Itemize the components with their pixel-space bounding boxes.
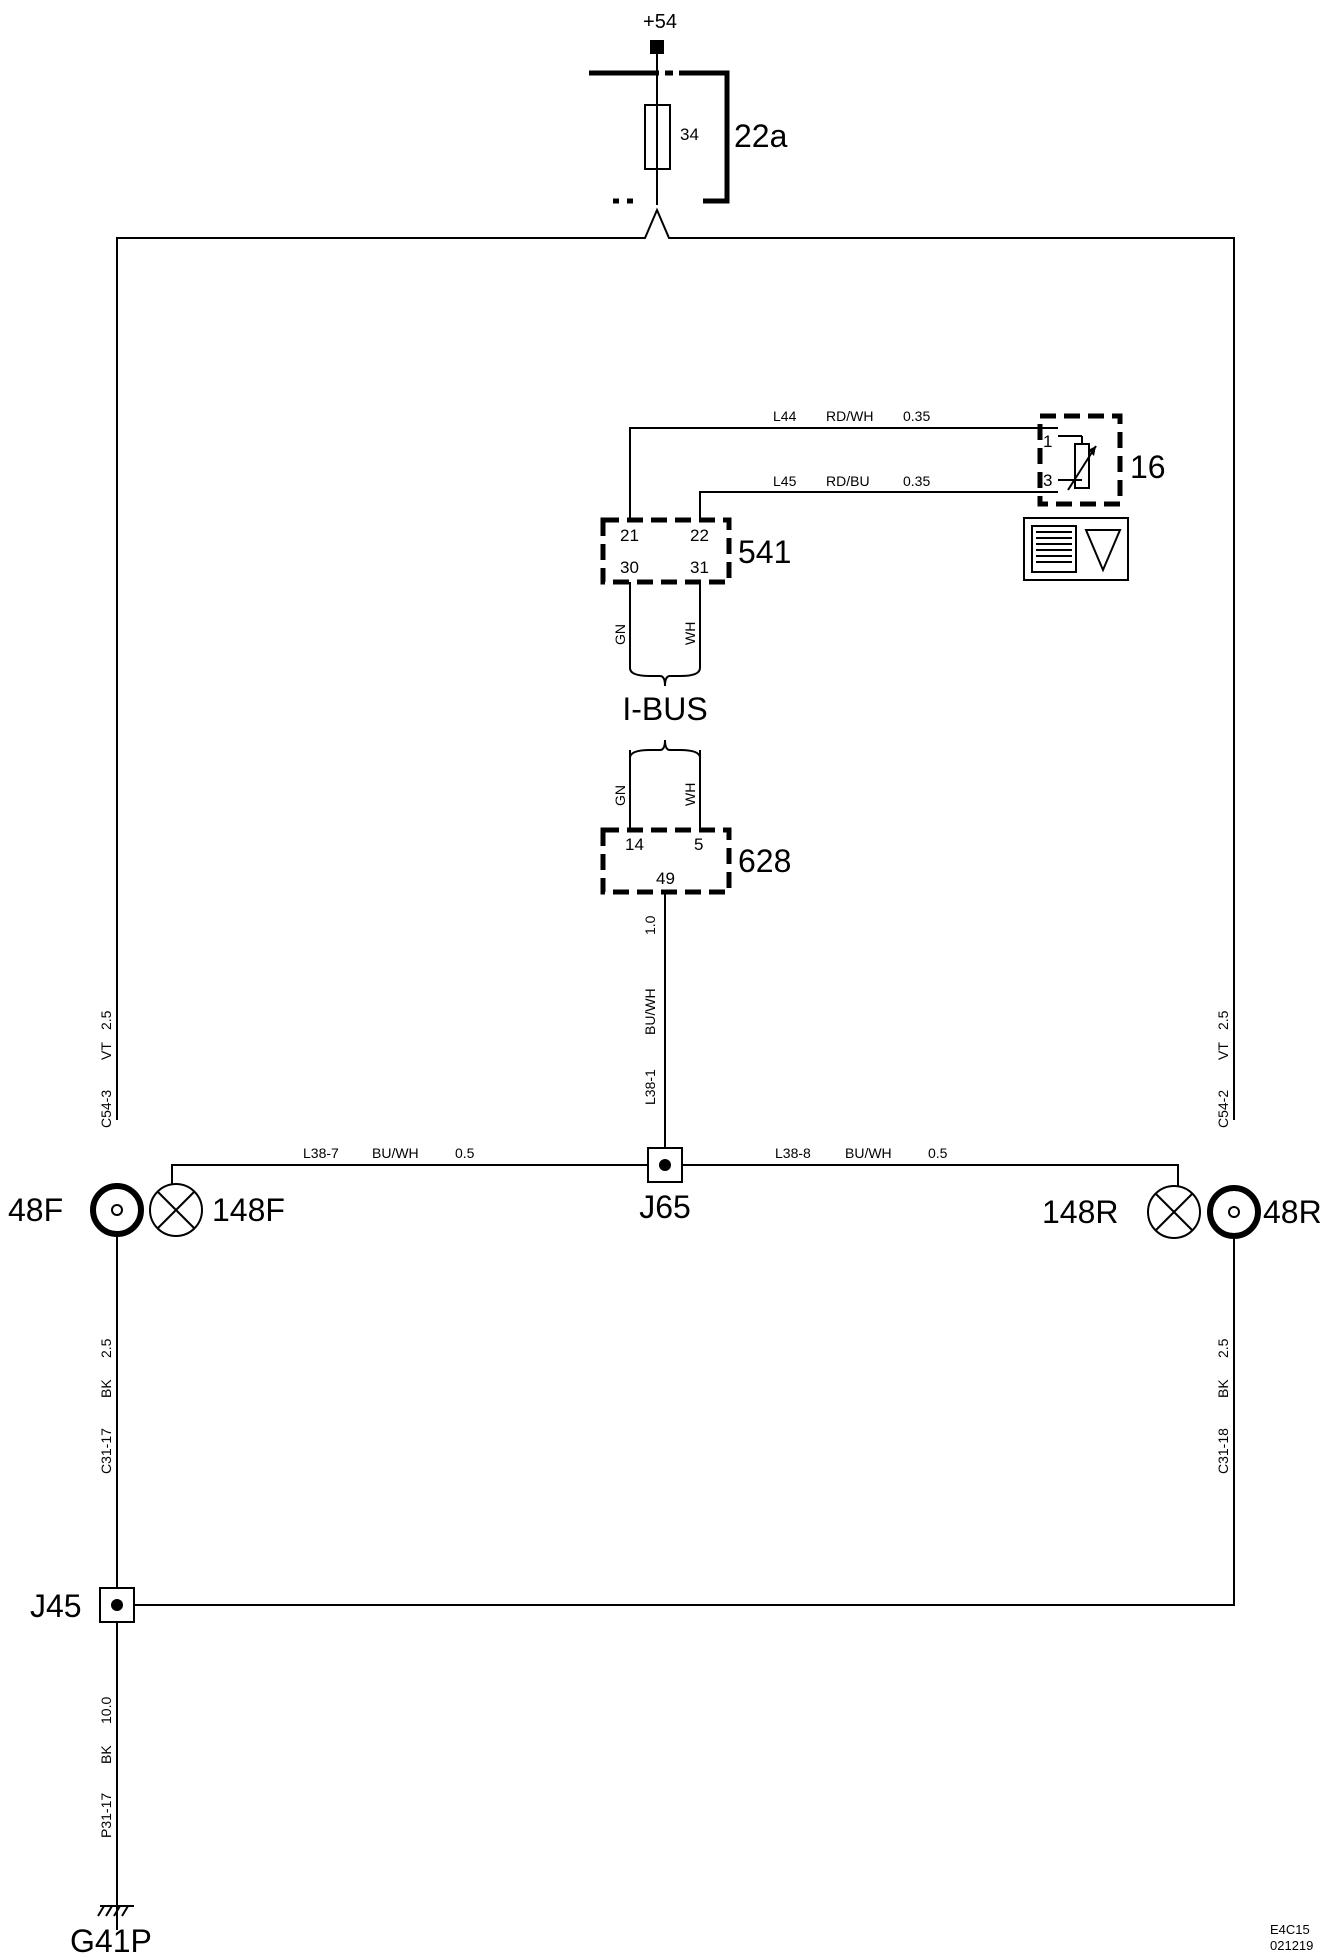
main-supply-loop: [116, 207, 1235, 1120]
lamp-148f: [149, 1183, 203, 1237]
supply-label: +54: [643, 11, 677, 33]
wire-c54-2-color: VT: [1215, 1042, 1231, 1060]
wire-c31-18-size: 2.5: [1215, 1338, 1231, 1358]
module-541-pin-31: 31: [690, 558, 709, 577]
junction-j65: [647, 1147, 683, 1183]
wire-c54-3-color: VT: [98, 1042, 114, 1060]
wire-l44-size: 0.35: [903, 408, 930, 424]
wire-c54-2-id: C54-2: [1215, 1090, 1231, 1128]
wire-l38-7-size: 0.5: [455, 1145, 475, 1161]
wire-c54-3-id: C54-3: [98, 1090, 114, 1128]
fuse-number: 34: [680, 125, 699, 144]
lamp-148f-label: 148F: [212, 1192, 285, 1228]
wire-p31-17-size: 10.0: [98, 1697, 114, 1724]
location-icon: [1023, 517, 1129, 581]
wire-c31-18-color: BK: [1215, 1379, 1231, 1398]
diagram-code: E4C15: [1270, 1922, 1310, 1937]
sensor-16: 1 3 16: [1037, 413, 1166, 507]
lamp-148r-label: 148R: [1042, 1194, 1119, 1230]
wire-l38-7-color: BU/WH: [372, 1145, 419, 1161]
sensor-id: 16: [1130, 449, 1166, 485]
ibus-gn-upper-label: GN: [612, 624, 628, 645]
module-541-id: 541: [738, 534, 791, 570]
wire-p31-17-id: P31-17: [98, 1793, 114, 1838]
lamp-148r: [1147, 1185, 1201, 1239]
wire-l38-1-id: L38-1: [642, 1069, 658, 1105]
wire-l38-7-id: L38-7: [303, 1145, 339, 1161]
wire-p31-17-color: BK: [98, 1745, 114, 1764]
wire-l44-color: RD/WH: [826, 408, 873, 424]
ibus-wh-upper-label: WH: [682, 622, 698, 645]
wire-l45: [699, 491, 1058, 520]
wire-c31-17-color: BK: [98, 1379, 114, 1398]
supply-terminal: [650, 40, 664, 54]
bus-label: I-BUS: [622, 691, 707, 727]
ground-symbol: [97, 1905, 134, 1917]
module-541-pin-22: 22: [690, 526, 709, 545]
module-541-pin-30: 30: [620, 558, 639, 577]
wire-l38-1-color: BU/WH: [642, 988, 658, 1035]
sensor-pin-3: 3: [1043, 471, 1052, 490]
wire-l45-size: 0.35: [903, 473, 930, 489]
wire-l38-8-size: 0.5: [928, 1145, 948, 1161]
module-628-pin-14: 14: [625, 835, 644, 854]
wire-l44: [629, 427, 1058, 520]
ibus-gn-lower-label: GN: [612, 785, 628, 806]
module-628: 14 5 49 628: [600, 827, 791, 895]
variable-resistor-symbol: [1074, 443, 1090, 489]
connector-48r: [1207, 1185, 1261, 1239]
ground-label: G41P: [70, 1923, 152, 1958]
connector-48f-label: 48F: [8, 1192, 63, 1228]
module-628-pin-5: 5: [694, 835, 703, 854]
sensor-pin-1: 1: [1043, 432, 1052, 451]
junction-j45: [99, 1587, 135, 1623]
brace-lower: [629, 739, 701, 759]
module-541: 21 22 30 31 541: [600, 517, 791, 585]
module-628-pin-49: 49: [656, 869, 675, 888]
connector-48f: [90, 1183, 144, 1237]
wire-c31-17-id: C31-17: [98, 1428, 114, 1474]
module-541-pin-21: 21: [620, 526, 639, 545]
connector-48r-label: 48R: [1263, 1194, 1322, 1230]
wire-l38-1-size: 1.0: [642, 915, 658, 935]
wire-c54-3-size: 2.5: [98, 1010, 114, 1030]
wire-l44-id: L44: [773, 408, 797, 424]
fuse-box-id: 22a: [734, 118, 788, 154]
wire-l45-color: RD/BU: [826, 473, 870, 489]
junction-j45-label: J45: [30, 1588, 82, 1624]
ibus-wh-lower-label: WH: [682, 783, 698, 806]
wire-c31-18-id: C31-18: [1215, 1428, 1231, 1474]
junction-j65-label: J65: [639, 1189, 691, 1225]
brace-upper: [629, 667, 701, 687]
wire-c31-17-size: 2.5: [98, 1338, 114, 1358]
wire-c54-2-size: 2.5: [1215, 1010, 1231, 1030]
fuse-box-22a: 34 22a: [586, 70, 788, 204]
ground-wire-right: [134, 1236, 1235, 1606]
diagram-date: 021219: [1270, 1938, 1313, 1953]
module-628-id: 628: [738, 843, 791, 879]
wire-l38-8-color: BU/WH: [845, 1145, 892, 1161]
wire-l45-id: L45: [773, 473, 797, 489]
wire-l38-8-id: L38-8: [775, 1145, 811, 1161]
